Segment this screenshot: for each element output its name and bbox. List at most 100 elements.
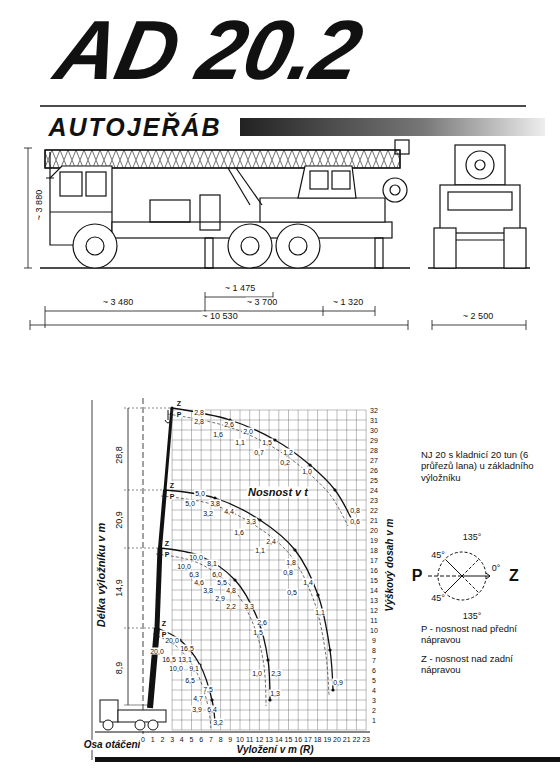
axis-number: 26 bbox=[369, 467, 379, 474]
tip-marker: Z bbox=[161, 620, 167, 627]
load-value: 2,8 bbox=[193, 409, 205, 416]
axis-number: 13 bbox=[264, 736, 274, 743]
curve-point bbox=[155, 626, 158, 629]
load-value: 0,2 bbox=[279, 459, 291, 466]
axis-number: 29 bbox=[369, 437, 379, 444]
curve-point bbox=[233, 578, 236, 581]
load-value: 3,2 bbox=[202, 510, 214, 517]
axis-number: 4 bbox=[371, 687, 377, 694]
legend-note: P - nosnost nad přední nápravou bbox=[420, 623, 547, 646]
axis-number: 2 bbox=[371, 707, 377, 714]
curve-point bbox=[163, 488, 166, 491]
axis-number: 23 bbox=[361, 736, 371, 743]
tip-marker: Z bbox=[169, 482, 175, 489]
axis-number: 17 bbox=[369, 557, 379, 564]
axis-number: 13 bbox=[369, 597, 379, 604]
axis-number: 11 bbox=[369, 617, 378, 624]
load-value: 16,5 bbox=[179, 645, 195, 652]
axis-number: 7 bbox=[208, 736, 214, 743]
axis-number: 3 bbox=[371, 697, 377, 704]
axis-number: 6 bbox=[198, 736, 204, 743]
curve-point bbox=[293, 548, 296, 551]
load-value: 6,3 bbox=[188, 571, 200, 578]
axis-number: 1 bbox=[150, 736, 156, 743]
curve-point bbox=[266, 658, 269, 661]
tip-marker: P bbox=[169, 493, 176, 500]
axis-number: 20 bbox=[369, 527, 379, 534]
dimension-label: ~ 3 700 bbox=[246, 298, 278, 307]
chart-frame bbox=[92, 398, 560, 762]
axis-number: 27 bbox=[369, 457, 379, 464]
load-curve-front bbox=[156, 554, 266, 706]
angle-label: 45° bbox=[430, 551, 446, 560]
load-value: 6,4 bbox=[206, 706, 218, 713]
load-value: 0,9 bbox=[332, 679, 344, 686]
axis-title: Délka výložníku v m bbox=[96, 522, 107, 629]
axis-number: 6 bbox=[371, 667, 377, 674]
load-value: 1,3 bbox=[269, 690, 281, 697]
truck-side-view bbox=[40, 140, 410, 268]
load-value: 0,6 bbox=[349, 518, 361, 525]
axis-number: 19 bbox=[369, 537, 379, 544]
load-value: 1,6 bbox=[212, 431, 224, 438]
load-value: 5,0 bbox=[184, 500, 196, 507]
axis-number: 30 bbox=[369, 427, 379, 434]
tip-marker: P bbox=[164, 551, 171, 558]
axis-number: 7 bbox=[371, 657, 377, 664]
load-value: 10,0 bbox=[176, 563, 192, 570]
load-curve bbox=[172, 408, 352, 520]
load-value: 4,4 bbox=[223, 508, 235, 515]
load-value: 1,1 bbox=[234, 439, 246, 446]
load-value: 2,3 bbox=[270, 670, 282, 677]
load-value: 2,8 bbox=[193, 418, 205, 425]
load-value: 3,9 bbox=[191, 706, 203, 713]
axis-number: 5 bbox=[189, 736, 195, 743]
boom-length: 14,9 bbox=[115, 578, 124, 598]
axis-number: 5 bbox=[371, 677, 377, 684]
load-value: 1,0 bbox=[251, 670, 263, 677]
dimension-label: ~ 1 475 bbox=[224, 284, 256, 293]
note-text: NJ 20 s kladnicí 20 tun (6 průřezů lana)… bbox=[420, 449, 550, 483]
axis-number: 9 bbox=[371, 637, 377, 644]
load-curves bbox=[153, 406, 354, 728]
load-value: 1,4 bbox=[302, 579, 314, 586]
curve-point bbox=[210, 698, 213, 701]
tip-marker: Z bbox=[164, 540, 170, 547]
load-value: 9,1 bbox=[188, 665, 200, 672]
load-value: 3,3 bbox=[243, 603, 255, 610]
product-name: AUTOJEŘÁB bbox=[47, 115, 222, 140]
angle-label: 45° bbox=[430, 594, 446, 603]
load-value: 20,0 bbox=[149, 648, 165, 655]
load-value: 1,8 bbox=[285, 559, 297, 566]
axis-number: 8 bbox=[218, 736, 224, 743]
dimension-label: ~ 10 530 bbox=[201, 312, 238, 321]
load-value: 0,8 bbox=[349, 507, 361, 514]
axis-number: 4 bbox=[179, 736, 185, 743]
axis-number: 31 bbox=[369, 417, 379, 424]
axis-title: Nosnost v t bbox=[247, 487, 309, 498]
axis-number: 2 bbox=[159, 736, 165, 743]
angle-label: 135° bbox=[462, 533, 483, 542]
dimension-label: ~ 3 480 bbox=[102, 298, 134, 307]
title-bar bbox=[240, 118, 545, 136]
angle-label: P bbox=[411, 568, 424, 584]
axis-number: 17 bbox=[303, 736, 313, 743]
load-value: 0,7 bbox=[253, 449, 265, 456]
load-value: 16,5 bbox=[161, 656, 177, 663]
dimension-lines bbox=[24, 148, 526, 330]
axis-number: 16 bbox=[293, 736, 303, 743]
tip-marker: P bbox=[176, 411, 183, 418]
axis-number: 21 bbox=[342, 736, 352, 743]
load-value: 1,6 bbox=[233, 529, 245, 536]
load-value: 6,5 bbox=[184, 677, 196, 684]
load-value: 8,1 bbox=[206, 560, 218, 567]
axis-number: 25 bbox=[369, 477, 379, 484]
axis-number: 14 bbox=[274, 736, 284, 743]
load-value: 2,6 bbox=[256, 619, 268, 626]
axis-number: 16 bbox=[369, 567, 379, 574]
axis-number: 12 bbox=[254, 736, 264, 743]
load-value: 4,7 bbox=[192, 695, 204, 702]
load-value: 0,8 bbox=[282, 569, 294, 576]
axis-number: 22 bbox=[351, 736, 361, 743]
curve-point bbox=[333, 488, 336, 491]
